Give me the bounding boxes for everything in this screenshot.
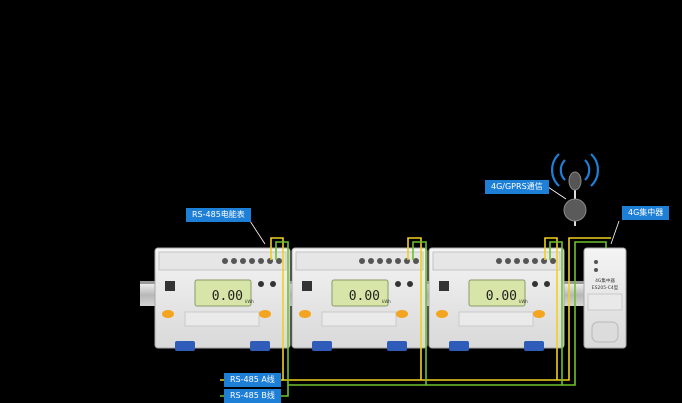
- orange-button[interactable]: [259, 310, 271, 318]
- orange-button[interactable]: [533, 310, 545, 318]
- antenna: [551, 153, 599, 226]
- brand-logo: [165, 281, 175, 291]
- concentrator-device: 4G集中器 ES205-C4型: [583, 247, 627, 349]
- terminal-cover: [387, 341, 407, 351]
- label-rs485-meter: RS-485电能表: [186, 208, 251, 222]
- terminal-cover: [250, 341, 270, 351]
- brand-logo: [439, 281, 449, 291]
- concentrator-model: ES205-C4型: [592, 284, 619, 291]
- orange-button[interactable]: [436, 310, 448, 318]
- lcd-screen: [331, 279, 389, 307]
- lcd-reading: 0.00: [212, 289, 243, 304]
- lcd-reading: 0.00: [349, 289, 380, 304]
- wifi-signal-icon: [551, 153, 599, 187]
- brand-logo: [302, 281, 312, 291]
- indicator-led: [270, 281, 276, 287]
- antenna-base: [563, 198, 587, 222]
- label-rs485-b: RS-485 B线: [224, 389, 281, 403]
- orange-button[interactable]: [162, 310, 174, 318]
- terminal-cover: [449, 341, 469, 351]
- orange-button[interactable]: [396, 310, 408, 318]
- lcd-unit: kWh: [245, 299, 254, 304]
- indicator-led: [258, 281, 264, 287]
- leader-line: [610, 220, 620, 245]
- lcd-screen: [468, 279, 526, 307]
- leader-line: [547, 186, 567, 200]
- indicator-led: [407, 281, 413, 287]
- lcd-screen: [194, 279, 252, 307]
- terminal-cover: [524, 341, 544, 351]
- label-4g-gprs: 4G/GPRS通信: [485, 180, 549, 194]
- concentrator-title: 4G集中器: [595, 277, 615, 284]
- label-rs485-a: RS-485 A线: [224, 373, 281, 387]
- terminal-cover: [175, 341, 195, 351]
- label-4g-concentrator: 4G集中器: [622, 206, 670, 220]
- meter-3: 0.00 kWh: [428, 247, 565, 351]
- indicator-led: [395, 281, 401, 287]
- lcd-unit: kWh: [382, 299, 391, 304]
- rs485-b-wire: [220, 241, 607, 397]
- terminal-cover: [312, 341, 332, 351]
- indicator-led: [544, 281, 550, 287]
- top-terminals: [222, 258, 282, 264]
- antenna-head: [568, 171, 582, 191]
- status-led: [594, 268, 598, 272]
- lcd-reading: 0.00: [486, 289, 517, 304]
- indicator-led: [532, 281, 538, 287]
- orange-button[interactable]: [299, 310, 311, 318]
- status-led: [594, 260, 598, 264]
- lcd-unit: kWh: [519, 299, 528, 304]
- meter-2: 0.00 kWh: [291, 247, 428, 351]
- top-terminals: [496, 258, 556, 264]
- leader-line: [249, 220, 266, 245]
- meter-1: 0.00 kWh: [154, 247, 291, 351]
